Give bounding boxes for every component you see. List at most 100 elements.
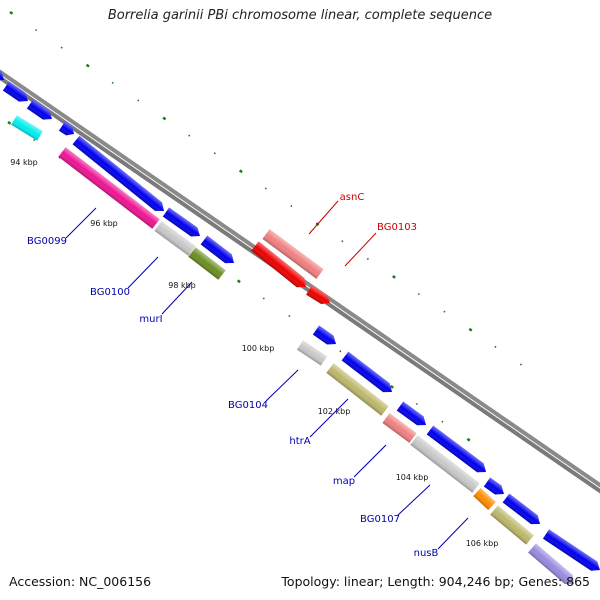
gene-shade [154,221,196,256]
gene-BG0104[interactable] [296,340,328,366]
gene-shade [2,81,29,102]
ruler-dot [137,99,140,102]
ruler-dot [339,350,342,353]
gene-murI[interactable] [188,247,226,280]
tick-label: 98 kbp [168,281,196,290]
ruler-dot [60,46,63,49]
gene-label-bg0107[interactable]: BG0107 [360,514,400,525]
gene-gene-n[interactable] [483,477,507,499]
gene-nusB[interactable] [490,505,534,545]
gene-shade [473,487,496,511]
gene-track[interactable] [0,65,600,589]
gene-gene-d[interactable] [11,115,43,141]
gene-gene-b[interactable] [2,81,31,105]
gene-shade [251,241,307,288]
gene-gene-g[interactable] [162,207,203,241]
gene-gene-i[interactable] [251,241,310,291]
gene-shade [483,477,505,495]
ruler-dot [290,204,293,208]
gene-gene-q[interactable] [528,543,578,588]
gene-shade [542,529,600,571]
ruler-dot [494,345,497,348]
ruler-dot [415,402,418,406]
gene-map[interactable] [382,413,417,443]
gene-gene-e[interactable] [58,121,77,138]
ruler-dot [519,363,523,366]
gene-gene-k[interactable] [341,351,396,397]
gene-BG0103[interactable] [306,285,333,307]
gene-shade [306,285,331,304]
gene-gene-o[interactable] [473,487,496,511]
gene-label-bg0100[interactable]: BG0100 [90,287,130,298]
label-leader-line [309,398,349,438]
tick-label: 96 kbp [90,219,118,228]
label-leader-line [161,281,193,315]
gene-shade [382,413,417,443]
gene-label-bg0103[interactable]: BG0103 [377,222,417,233]
ruler-dot [264,187,267,190]
ruler-dot [466,437,471,442]
label-leader-line [265,369,299,402]
gene-gene-j[interactable] [312,325,339,348]
gene-gene-h[interactable] [200,235,238,268]
label-leader-line [397,484,431,516]
gene-BG0099[interactable] [58,147,160,229]
gene-label-bg0099[interactable]: BG0099 [27,236,67,247]
ruler-ticks: 94 kbp 96 kbp 98 kbp 100 kbp 102 kbp 104 kbp 1… [10,158,498,548]
gene-label-muri[interactable]: murI [139,314,162,325]
label-leader-line [344,232,377,267]
ruler-dot [341,240,344,243]
tick-label: 94 kbp [10,158,38,167]
gene-shade [11,115,43,141]
gene-shade [502,493,541,525]
ruler-dot [417,292,420,296]
gene-shade [162,207,200,237]
gene-label-map[interactable]: map [333,476,355,487]
ruler-dot [111,81,114,84]
ruler-dot [85,63,90,68]
gene-gene-p[interactable] [502,493,544,529]
ruler-dot [392,275,396,279]
gene-shade [26,99,53,120]
gene-shade [58,147,160,229]
gene-label-bg0104[interactable]: BG0104 [228,400,268,411]
ruler-dot [213,152,216,155]
gene-gene-f[interactable] [72,135,168,216]
label-leader-line [127,256,159,289]
label-leader-line [353,444,387,478]
gene-BG0100[interactable] [154,221,196,256]
gene-gene-m[interactable] [426,425,490,477]
gene-shade [58,121,74,136]
tick-label: 104 kbp [396,473,429,482]
ruler-dot [33,138,36,142]
tick-label: 102 kbp [318,407,351,416]
gene-gene-l[interactable] [396,401,429,430]
ruler-dot [236,279,241,284]
gene-shade [426,425,487,473]
ruler-dot [366,257,369,260]
gene-gene-c[interactable] [26,99,55,123]
gene-shade [188,247,226,280]
gene-gene-r[interactable] [542,529,600,574]
ruler-dot [288,314,291,318]
gene-shade [341,351,392,393]
ruler-dot [188,134,191,137]
ruler-dot [262,297,265,300]
gene-htrA[interactable] [326,363,389,416]
gene-asnC[interactable] [262,229,324,279]
ruler-dot [468,327,473,332]
gene-shade [200,235,234,264]
ruler-dot [441,420,444,423]
gene-shade [528,543,575,585]
gene-shade [490,505,534,545]
gene-BG0107[interactable] [410,435,480,493]
gene-shade [410,435,480,493]
tick-label: 106 kbp [466,539,499,548]
topology-summary: Topology: linear; Length: 904,246 bp; Ge… [281,574,590,589]
gene-label-nusb[interactable]: nusB [414,548,439,559]
gene-label-htra[interactable]: htrA [289,436,310,447]
tick-label: 100 kbp [242,344,275,353]
gene-label-asnc[interactable]: asnC [340,192,365,203]
